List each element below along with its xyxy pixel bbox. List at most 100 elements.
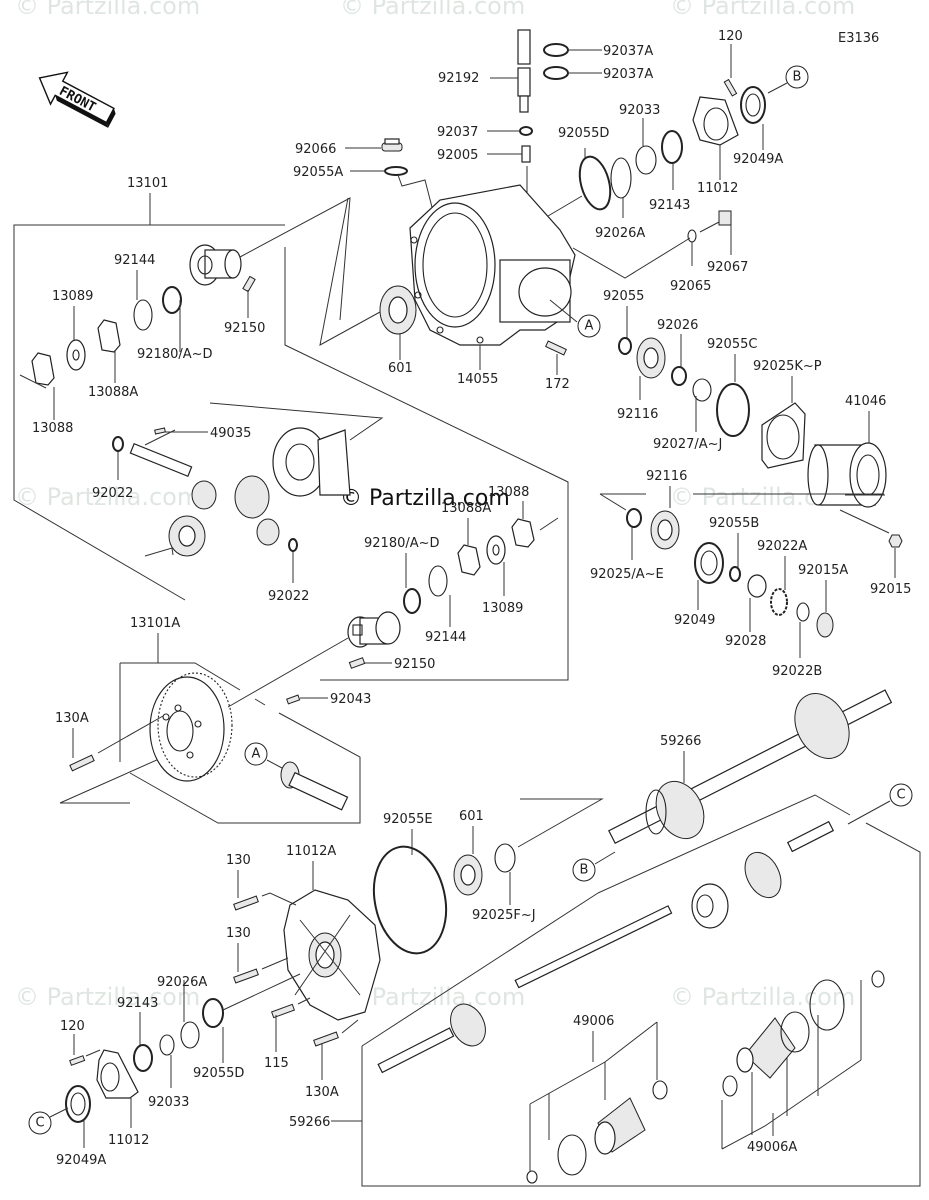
part-label[interactable]: 92049 (674, 613, 715, 628)
part-label[interactable]: 92033 (148, 1095, 189, 1110)
part-label[interactable]: 92055B (709, 516, 759, 531)
part-label[interactable]: 130 (226, 853, 251, 868)
part-label[interactable]: 92180/A~D (364, 536, 440, 551)
breather-tube-part[interactable] (517, 29, 531, 113)
part-label[interactable]: 13088 (488, 485, 529, 500)
part-label[interactable]: 92033 (619, 103, 660, 118)
part-label[interactable]: 92150 (224, 321, 265, 336)
part-label[interactable]: 11012 (108, 1133, 149, 1148)
part-label[interactable]: 92026 (657, 318, 698, 333)
part-label[interactable]: 92180/A~D (137, 347, 213, 362)
part-label[interactable]: 92027/A~J (653, 437, 722, 452)
part-label[interactable]: 11012A (286, 844, 336, 859)
differential-case-body-part[interactable] (272, 427, 351, 497)
bearing-part[interactable] (636, 337, 666, 379)
part-label[interactable]: 13088 (32, 421, 73, 436)
part-label[interactable]: 92037 (437, 125, 478, 140)
part-label[interactable]: 92049A (56, 1153, 106, 1168)
drive-shaft-part[interactable] (608, 684, 893, 846)
stud-part[interactable] (545, 340, 567, 356)
differential-flange-part[interactable] (347, 611, 401, 648)
oil-seal-part[interactable] (694, 542, 724, 584)
part-label[interactable]: 120 (718, 29, 743, 44)
part-label[interactable]: 49006 (573, 1014, 614, 1029)
part-label[interactable]: 49006A (747, 1140, 797, 1155)
cv-cage-part[interactable] (691, 883, 729, 929)
part-label[interactable]: 92143 (117, 996, 158, 1011)
cv-joint-part[interactable] (377, 998, 492, 1074)
part-label[interactable]: 92055 (603, 289, 644, 304)
part-label[interactable]: 92144 (114, 253, 155, 268)
part-label[interactable]: 92022A (757, 539, 807, 554)
part-label[interactable]: 92022B (772, 664, 822, 679)
part-label[interactable]: 92022 (92, 486, 133, 501)
part-label[interactable]: 92022 (268, 589, 309, 604)
part-label[interactable]: 59266 (289, 1115, 330, 1130)
cv-boot-part[interactable] (594, 1097, 646, 1155)
ring-gear-part[interactable] (149, 672, 233, 782)
part-label[interactable]: 92025F~J (472, 908, 536, 923)
part-label[interactable]: 92055D (193, 1066, 244, 1081)
part-label[interactable]: 130 (226, 926, 251, 941)
differential-flange-part[interactable] (189, 244, 242, 286)
part-label[interactable]: 92055C (707, 337, 757, 352)
part-label[interactable]: 92028 (725, 634, 766, 649)
bearing-part[interactable] (650, 510, 680, 550)
bearing-housing-part[interactable] (96, 1049, 139, 1099)
part-label[interactable]: 92037A (603, 67, 653, 82)
differential-case-part[interactable] (409, 184, 576, 346)
cv-boot-part[interactable] (736, 1017, 796, 1079)
part-label[interactable]: 601 (388, 361, 413, 376)
part-label[interactable]: 92026A (157, 975, 207, 990)
part-label[interactable]: 92066 (295, 142, 336, 157)
part-label[interactable]: 92150 (394, 657, 435, 672)
bearing-housing-part[interactable] (692, 96, 739, 146)
gear-case-cover-part[interactable] (283, 889, 381, 1021)
drain-plug-part[interactable] (381, 138, 403, 152)
part-label[interactable]: 92049A (733, 152, 783, 167)
part-label[interactable]: 13088A (441, 501, 491, 516)
part-label[interactable]: 92116 (646, 469, 687, 484)
part-label[interactable]: 92067 (707, 260, 748, 275)
cv-joint-part[interactable] (738, 820, 835, 904)
part-label[interactable]: 92025K~P (753, 359, 822, 374)
part-label[interactable]: 41046 (845, 394, 886, 409)
svg-text:B: B (793, 70, 802, 85)
part-label[interactable]: 13089 (482, 601, 523, 616)
oil-seal-part[interactable] (65, 1085, 91, 1123)
pinion-gear-part[interactable] (280, 761, 349, 811)
part-label[interactable]: 120 (60, 1019, 85, 1034)
part-label[interactable]: 130A (305, 1085, 339, 1100)
part-label[interactable]: 92144 (425, 630, 466, 645)
part-label[interactable]: 92055E (383, 812, 433, 827)
part-label[interactable]: 601 (459, 809, 484, 824)
part-label[interactable]: 13088A (88, 385, 138, 400)
bearing-part[interactable] (453, 854, 483, 896)
bearing-part[interactable] (379, 285, 417, 335)
final-gear-housing-part[interactable] (807, 442, 887, 508)
part-label[interactable]: 130A (55, 711, 89, 726)
part-label[interactable]: 13089 (52, 289, 93, 304)
part-label[interactable]: 92055D (558, 126, 609, 141)
part-label[interactable]: 92116 (617, 407, 658, 422)
part-label[interactable]: 92043 (330, 692, 371, 707)
part-label[interactable]: 92015 (870, 582, 911, 597)
part-label[interactable]: 92025/A~E (590, 567, 664, 582)
part-label[interactable]: 13101 (127, 176, 168, 191)
part-label[interactable]: 92005 (437, 148, 478, 163)
part-label[interactable]: 92026A (595, 226, 645, 241)
part-label[interactable]: 92055A (293, 165, 343, 180)
part-label[interactable]: 92065 (670, 279, 711, 294)
part-label[interactable]: 92192 (438, 71, 479, 86)
part-label[interactable]: 92015A (798, 563, 848, 578)
part-label[interactable]: 49035 (210, 426, 251, 441)
part-label[interactable]: 11012 (697, 181, 738, 196)
part-label[interactable]: 172 (545, 377, 570, 392)
part-label[interactable]: 92143 (649, 198, 690, 213)
part-label[interactable]: 59266 (660, 734, 701, 749)
part-label[interactable]: 92037A (603, 44, 653, 59)
differential-gears-part[interactable] (168, 475, 280, 557)
part-label[interactable]: 115 (264, 1056, 289, 1071)
part-label[interactable]: 13101A (130, 616, 180, 631)
part-label[interactable]: 14055 (457, 372, 498, 387)
